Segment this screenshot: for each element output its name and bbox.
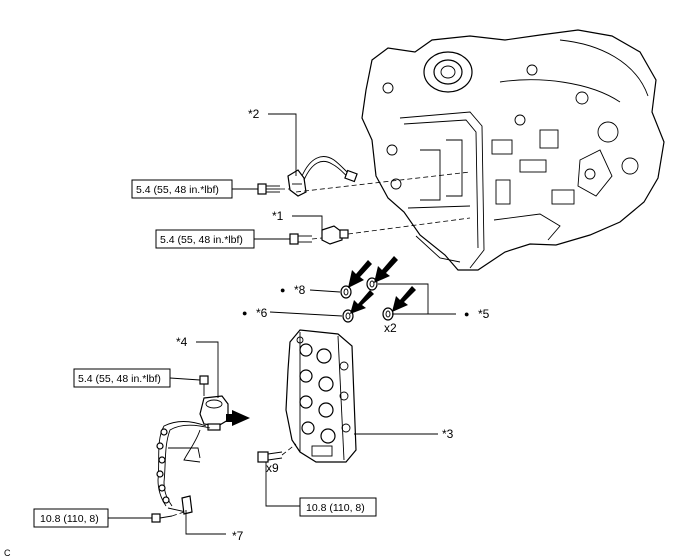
bullet-6: ● [242,308,247,318]
callout-5: *5 [478,307,490,321]
torque-value: 10.8 (110, 8) [306,502,365,514]
speed-sensor-1 [321,225,349,245]
torque-value: 10.8 (110, 8) [40,513,99,525]
torque-box-sensor-2: 5.4 (55, 48 in.*lbf) [131,179,233,199]
gasket-5b [382,307,394,321]
torque-box-valve-body: 10.8 (110, 8) [299,497,377,517]
bolt-quantity: x9 [266,461,279,475]
speed-sensor-2 [287,156,358,197]
arrow-gasket-5b [392,286,416,312]
bolt-valve-body [257,451,283,463]
arrow-solenoid [226,410,250,426]
arrow-gasket-5a [374,256,398,283]
torque-value: 5.4 (55, 48 in.*lbf) [160,234,243,246]
torque-value: 5.4 (55, 48 in.*lbf) [78,373,161,385]
callout-2: *2 [248,107,260,121]
callout-1: *1 [272,209,284,223]
callout-3: *3 [442,427,454,441]
bolt-sensor-2 [257,183,280,195]
torque-box-solenoid: 5.4 (55, 48 in.*lbf) [73,368,171,388]
arrow-gasket-8 [348,260,372,288]
callout-4: *4 [176,335,188,349]
callout-6: *6 [256,306,268,320]
gasket-quantity: x2 [384,321,397,335]
solenoid-4 [199,395,229,431]
figure-code: C [4,548,11,558]
wire-bracket-7 [181,495,193,515]
arrow-gasket-6 [350,290,374,314]
bullet-8: ● [280,285,285,295]
torque-value: 5.4 (55, 48 in.*lbf) [136,184,219,196]
gasket-8 [340,285,352,299]
callout-8: *8 [294,283,306,297]
valve-body [285,329,357,463]
bolt-sensor-1 [289,233,312,245]
callout-7: *7 [232,529,244,543]
torque-box-sensor-1: 5.4 (55, 48 in.*lbf) [155,229,255,249]
bolt-wire-bracket [151,513,173,523]
bolt-solenoid [199,375,209,396]
torque-box-wire-bracket: 10.8 (110, 8) [33,508,109,528]
bullet-5: ● [464,309,469,319]
transaxle-case [361,29,665,271]
